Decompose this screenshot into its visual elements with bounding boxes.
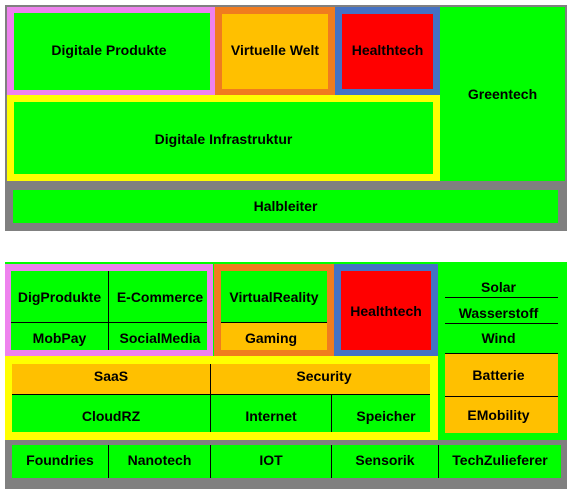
digitale-infrastruktur-label: Digitale Infrastruktur — [154, 131, 293, 147]
dig-produkte-hdivider — [11, 322, 207, 323]
gaming-block — [221, 323, 327, 350]
cell-solar: Solar — [480, 279, 516, 295]
batterie-block — [445, 354, 558, 396]
cell-foundries: Foundries — [26, 452, 94, 468]
greentech-div-1 — [445, 297, 558, 298]
cell-nanotech: Nanotech — [127, 452, 192, 468]
infra-vdivider-1 — [210, 364, 211, 432]
cell-emobility: EMobility — [467, 407, 530, 423]
cell-e-commerce: E-Commerce — [116, 289, 204, 305]
greentech-div-2 — [445, 323, 558, 324]
saas-block — [12, 364, 430, 394]
halbleiter-div-3 — [331, 445, 332, 478]
halbleiter-div-2 — [210, 445, 211, 478]
cell-internet: Internet — [245, 407, 297, 424]
halbleiter-div-1 — [108, 445, 109, 478]
halbleiter-label: Halbleiter — [253, 198, 318, 214]
cell-mobpay: MobPay — [32, 330, 87, 346]
healthtech-label-bottom: Healthtech — [350, 302, 422, 319]
greentech-block — [440, 7, 565, 181]
cell-socialmedia: SocialMedia — [119, 330, 201, 346]
digitale-infrastruktur-frame — [7, 95, 440, 181]
cell-gaming: Gaming — [244, 330, 298, 346]
cell-saas: SaaS — [93, 368, 129, 384]
virtualreality-block — [221, 271, 327, 323]
greentech-div-4 — [445, 396, 558, 397]
cloud-row-block — [12, 395, 430, 432]
healthtech-block-top — [342, 14, 433, 89]
cell-speicher: Speicher — [356, 407, 416, 424]
greentech-label: Greentech — [467, 86, 538, 102]
cell-virtualreality: VirtualReality — [229, 289, 319, 305]
dig-produkte-block — [11, 271, 207, 350]
halbleiter-div-4 — [438, 445, 439, 478]
dig-produkte-vdivider — [108, 271, 109, 350]
cell-techzulieferer: TechZulieferer — [452, 452, 548, 468]
digitale-produkte-label: Digitale Produkte — [51, 42, 167, 58]
digitale-produkte-block — [14, 13, 210, 90]
cell-sensorik: Sensorik — [355, 452, 415, 468]
healthtech-block-bottom — [341, 271, 431, 350]
halbleiter-block — [13, 190, 558, 223]
cell-wind: Wind — [481, 330, 516, 346]
cell-wasserstoff: Wasserstoff — [458, 305, 539, 321]
infra-vdivider-2 — [331, 395, 332, 432]
virtuelle-welt-block — [222, 14, 328, 89]
cell-cloudrz: CloudRZ — [81, 407, 141, 424]
infra-hdivider — [12, 394, 430, 395]
healthtech-label-top: Healthtech — [351, 42, 424, 58]
virtuelle-welt-label: Virtuelle Welt — [230, 42, 320, 58]
cell-batterie: Batterie — [472, 367, 525, 383]
virtual-hdivider — [221, 322, 327, 323]
cell-iot: IOT — [259, 452, 283, 468]
greentech-div-3 — [445, 353, 558, 354]
cell-security: Security — [296, 368, 352, 384]
halbleiter-row — [12, 445, 561, 478]
cell-digprodukte: DigProdukte — [17, 289, 102, 305]
emobility-block — [445, 397, 558, 433]
